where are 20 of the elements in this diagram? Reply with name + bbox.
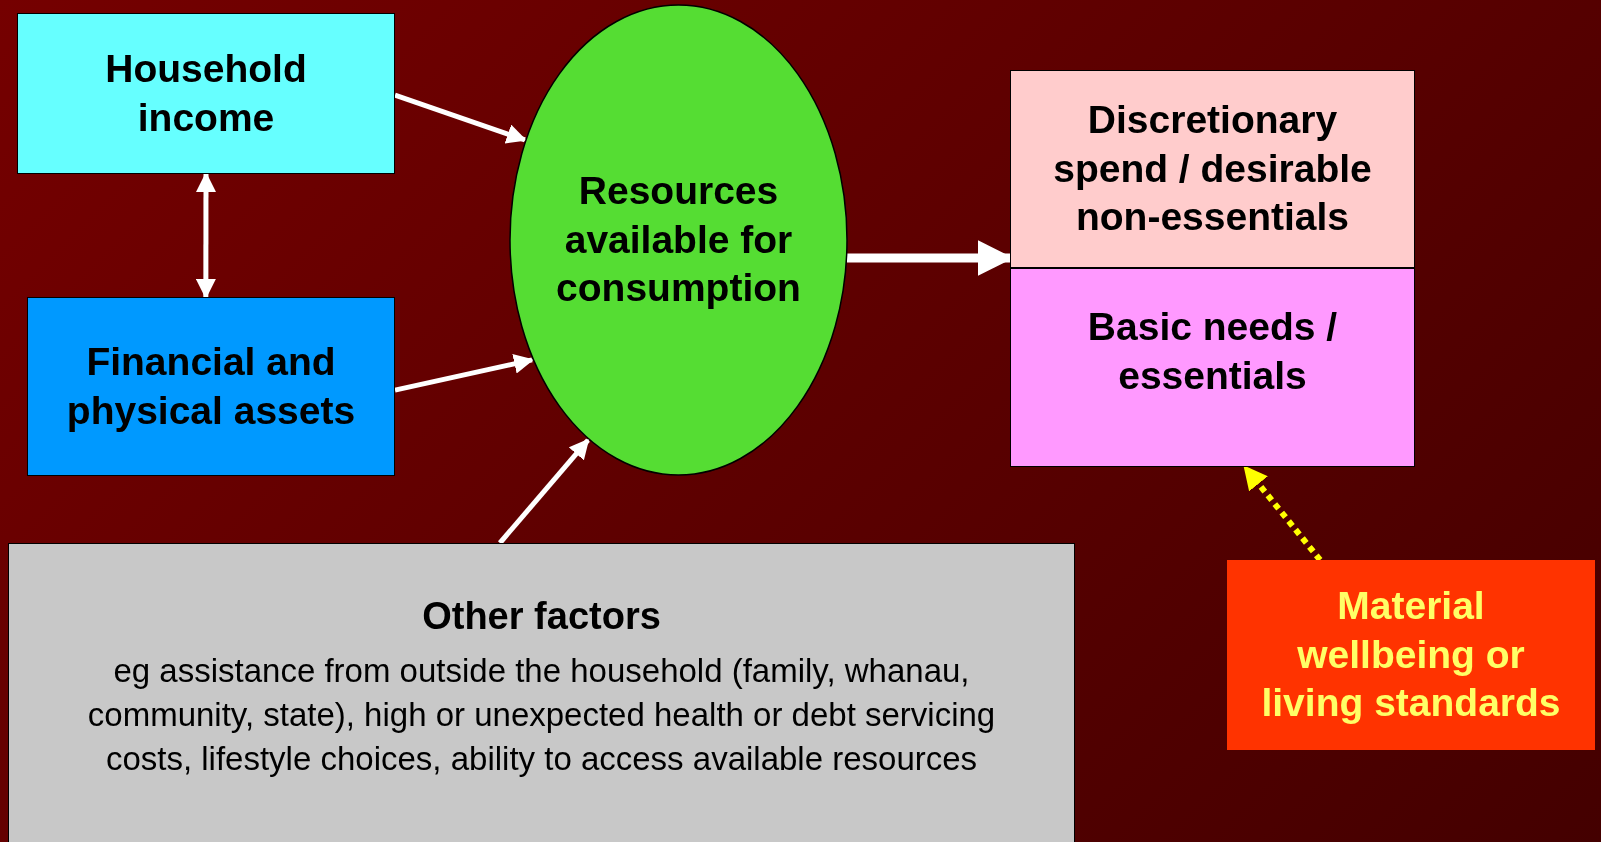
resource-ellipse xyxy=(509,4,848,476)
node-title: Material wellbeing or living standards xyxy=(1260,582,1562,727)
node-description: eg assistance from outside the household (family, whanau, community, state), high or unexpected health or debt servicing costs, lifestyle choices, ability to access available resources xyxy=(86,651,997,780)
arrow xyxy=(394,92,527,144)
node-title: Financial and physical assets xyxy=(65,338,357,434)
arrow xyxy=(498,438,590,545)
result-box xyxy=(1227,560,1595,750)
node-title: Other factors xyxy=(422,594,661,639)
process-box xyxy=(17,13,395,174)
process-box xyxy=(27,297,395,476)
node-title: Basic needs / essentials xyxy=(1086,303,1339,399)
arrow xyxy=(195,172,216,299)
arrow xyxy=(1242,465,1323,562)
node-title: Resources available for consumption xyxy=(555,167,802,312)
arrow xyxy=(394,354,534,393)
factor-panel xyxy=(8,543,1075,842)
process-box xyxy=(1010,268,1415,467)
node-title: Discretionary spend / desirable non-essentials xyxy=(1052,96,1373,241)
node-title: Household income xyxy=(104,45,308,141)
process-box xyxy=(1010,70,1415,268)
